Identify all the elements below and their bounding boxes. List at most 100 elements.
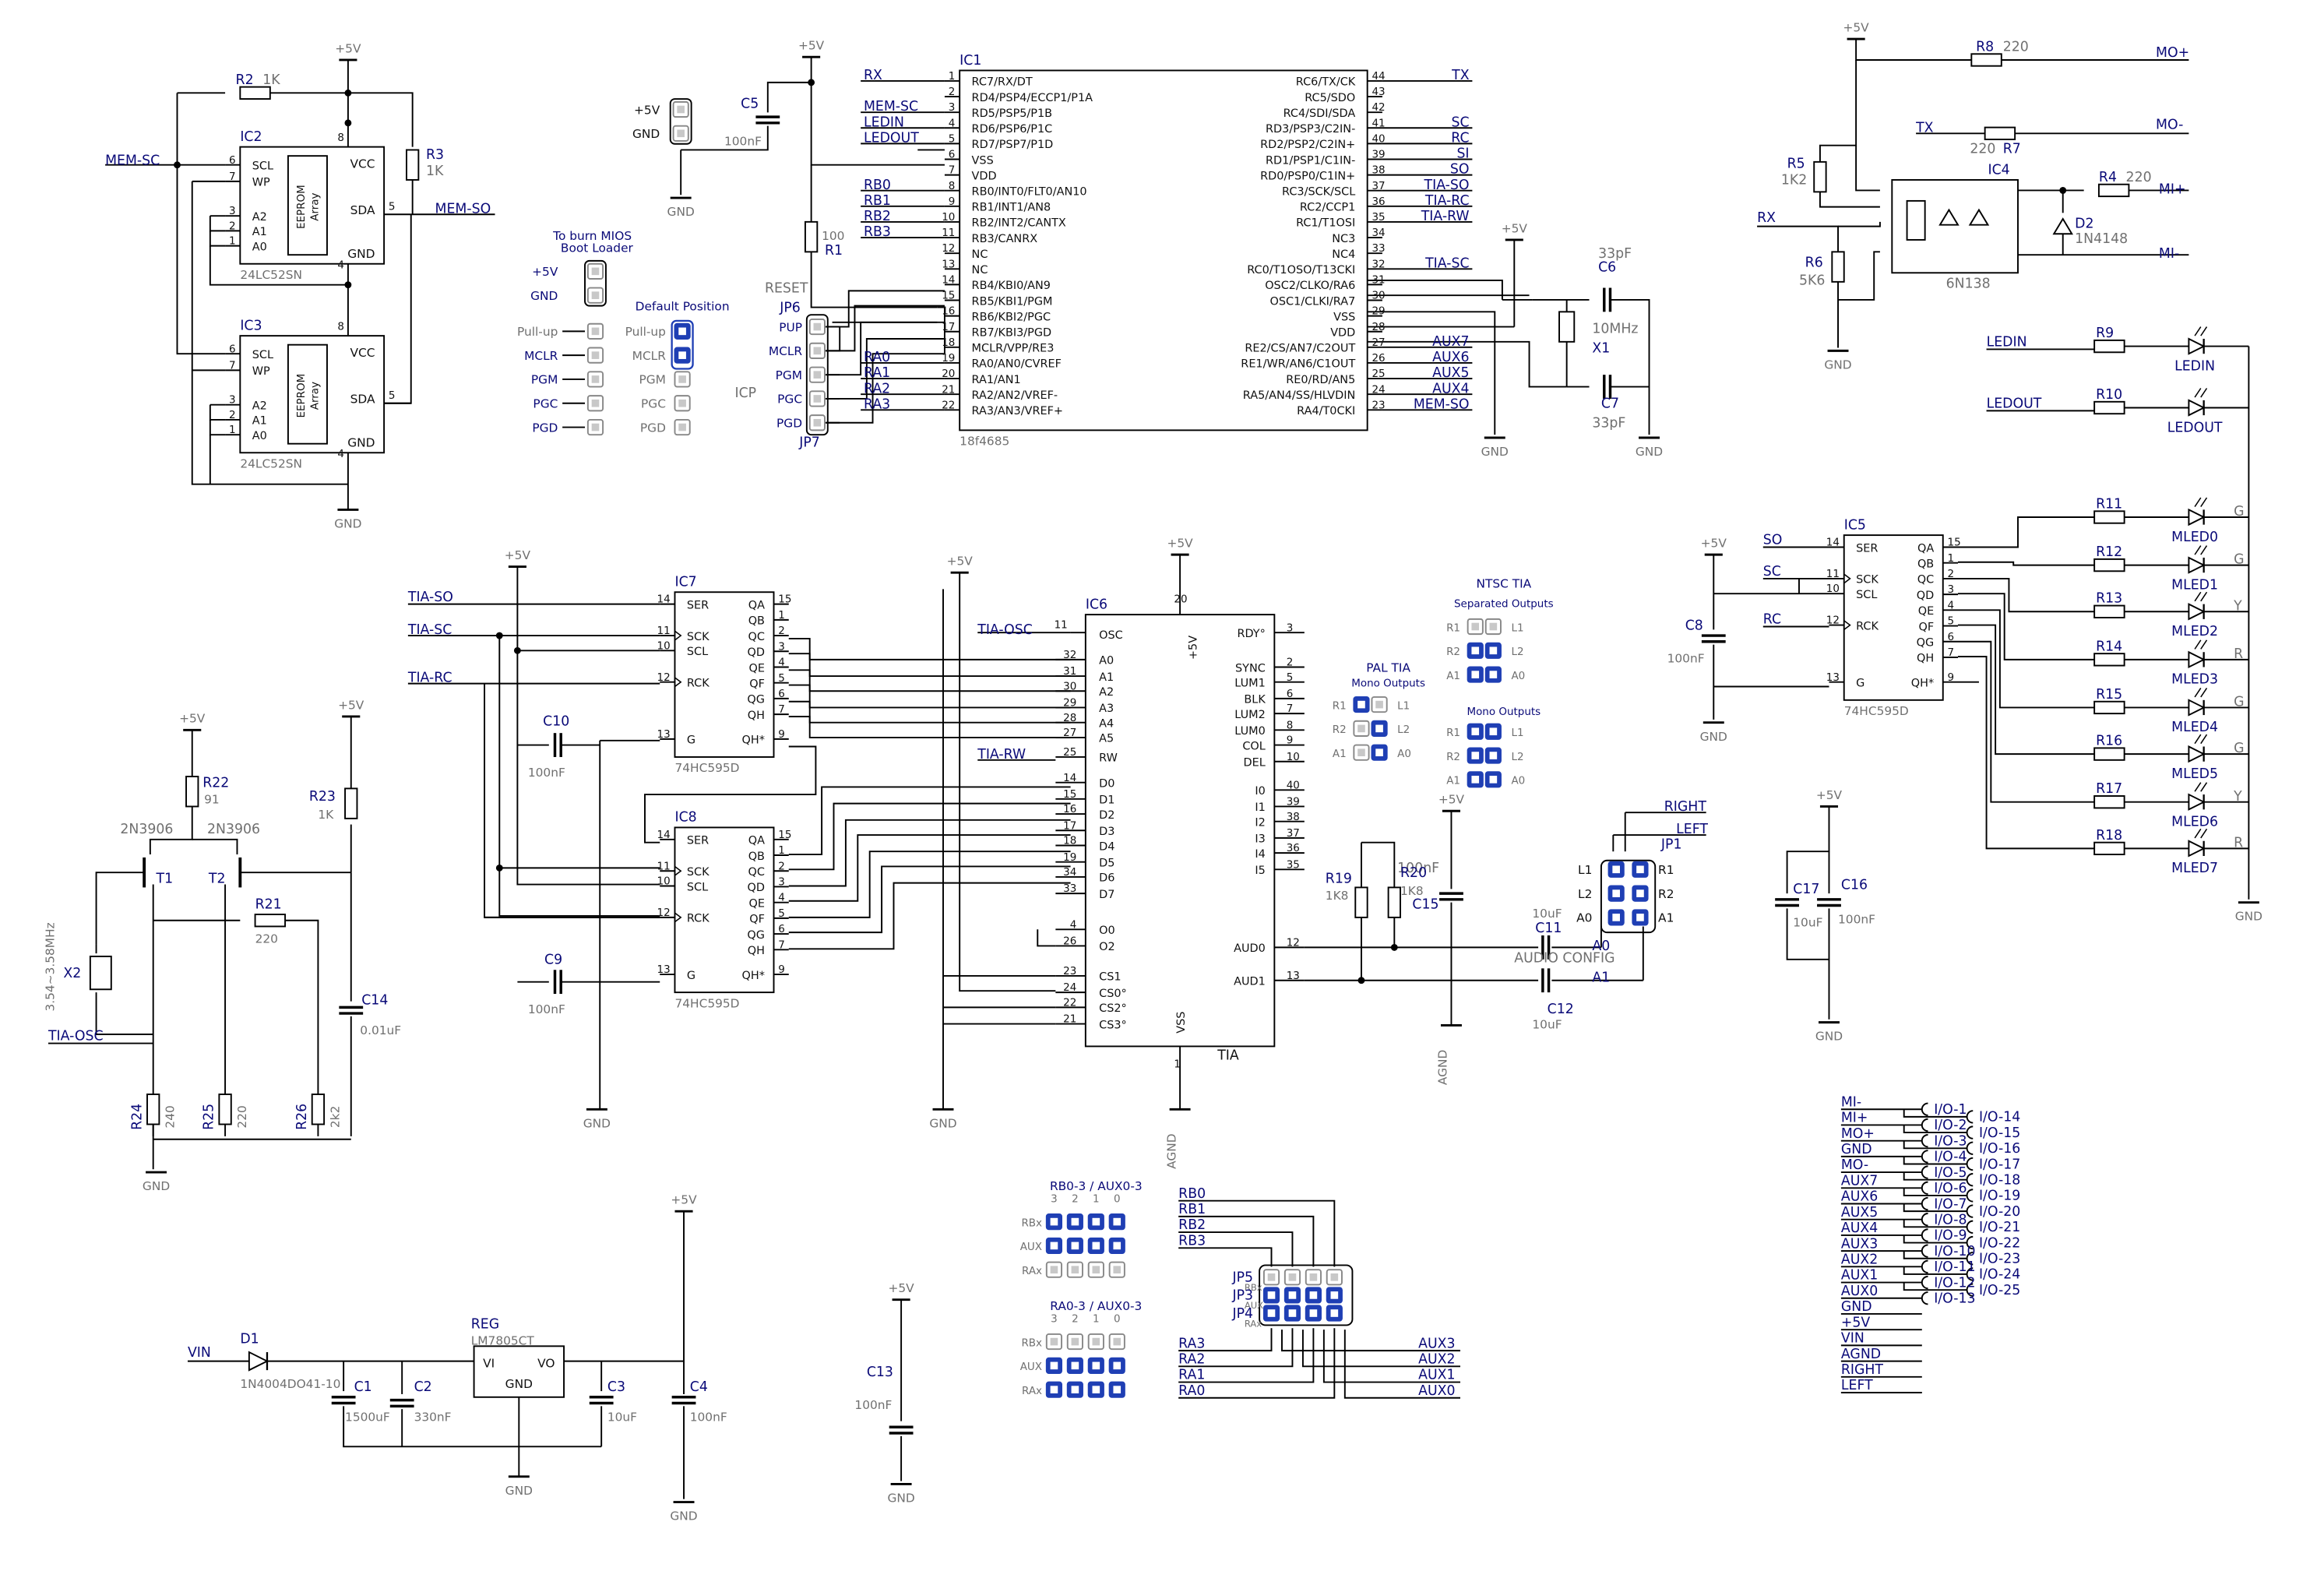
vcc-label: +5V xyxy=(335,41,361,55)
gnd-label: GND xyxy=(670,1509,697,1523)
sel-pin-hole xyxy=(1113,1361,1122,1370)
shiftreg-pin-name: QD xyxy=(1917,590,1934,602)
ic1-pin-name: OSC1/CLKI/RA7 xyxy=(1270,295,1356,308)
icp-header xyxy=(805,314,829,436)
x2-val: 3.54~3.58MHz xyxy=(44,922,58,1011)
jp1-a1: A1 xyxy=(1658,911,1674,925)
eeprom-pin-num: 7 xyxy=(229,171,236,183)
right-net: RIGHT xyxy=(1664,799,1707,815)
ic6-pin-num: 24 xyxy=(1063,981,1076,994)
clock-input-icon xyxy=(674,630,682,641)
tia-cfg-row-label: R1 xyxy=(1446,622,1460,634)
ic6-pin-num: 35 xyxy=(1287,858,1300,871)
light-emit-icon xyxy=(2194,782,2208,792)
ic6-pin-name: D6 xyxy=(1099,872,1114,885)
ic1-pin-name: RB0/INT0/FLT0/AN10 xyxy=(972,185,1087,198)
ic1-pin-num: 23 xyxy=(1372,399,1385,411)
r1-ref: R1 xyxy=(825,243,843,259)
mem-so-net: MEM-SO xyxy=(435,201,491,217)
mios-pin-label: PGC xyxy=(533,397,558,411)
jp-pin-hole xyxy=(1267,1273,1276,1281)
ic6-pin-num: 17 xyxy=(1063,819,1076,832)
r2-ref: R2 xyxy=(236,72,254,88)
sel-col-label: 1 xyxy=(1093,1313,1100,1326)
rb-net: RB2 xyxy=(1178,1217,1206,1233)
sel-col-label: 1 xyxy=(1093,1193,1100,1206)
tia-cfg-col-label: A0 xyxy=(1511,775,1525,787)
gnd-label: GND xyxy=(1700,730,1727,744)
jp1-a0: A0 xyxy=(1576,911,1592,925)
r7-resistor xyxy=(1984,126,2016,140)
ic1-pin-num: 6 xyxy=(949,149,956,161)
ic1-pin-name: OSC2/CLKO/RA6 xyxy=(1265,280,1355,292)
io-pin-label: I/O-15 xyxy=(1979,1125,2020,1141)
audio-config-label: AUDIO CONFIG xyxy=(1514,951,1614,967)
tia-cfg-col-label: A0 xyxy=(1397,748,1411,760)
r6-resistor xyxy=(1831,251,1845,283)
sel-title: RB0-3 / AUX0-3 xyxy=(1050,1179,1143,1193)
vcc-label: +5V xyxy=(505,548,531,562)
x1-val: 10MHz xyxy=(1592,321,1638,336)
led-resistor xyxy=(2093,400,2125,415)
ic6-pin-num: 13 xyxy=(1287,970,1300,982)
jp-pin-hole xyxy=(1267,1291,1276,1299)
rb-net: RB3 xyxy=(1178,1233,1206,1249)
sel-pin-hole xyxy=(1092,1337,1100,1346)
opto-led-icon xyxy=(1968,208,1990,226)
eeprom-array-label: EEPROM xyxy=(295,185,308,229)
shiftreg-pin-num: 3 xyxy=(778,876,785,889)
io-pin-label: I/O-10 xyxy=(1934,1244,1975,1259)
ic1-pin-num: 36 xyxy=(1372,195,1385,208)
gnd-label: GND xyxy=(505,1484,533,1498)
shiftreg-pin-name: QF xyxy=(1919,621,1935,633)
tia-cfg-pin-hole xyxy=(1357,724,1365,733)
r26-ref: R26 xyxy=(294,1104,310,1130)
ic6-pin-num: 38 xyxy=(1287,811,1300,823)
r3-resistor xyxy=(406,149,420,181)
mo-plus-net: MO+ xyxy=(2156,45,2189,61)
ic1-net-label: LEDIN xyxy=(864,114,904,130)
ic1-pin-num: 33 xyxy=(1372,242,1385,255)
mios-default-pin-hole xyxy=(678,351,686,359)
tia-cfg-pin-hole xyxy=(1489,622,1498,631)
r20-ref: R20 xyxy=(1400,865,1427,881)
aux-net: AUX0 xyxy=(1418,1383,1455,1399)
io-net: MO- xyxy=(1841,1157,1868,1173)
mios-pin-label: PGD xyxy=(532,421,558,435)
ic1-pin-name: RE2/CS/AN7/C2OUT xyxy=(1245,343,1355,355)
sel-pin-hole xyxy=(1071,1242,1079,1250)
rx-net: RX xyxy=(1757,210,1776,226)
ic6-pin-num: 30 xyxy=(1063,680,1076,692)
sel-row-label: RBx xyxy=(1021,1337,1042,1349)
ic1-pin-num: 21 xyxy=(942,383,955,396)
ic1-net-label: AUX4 xyxy=(1432,381,1469,396)
r21-resistor xyxy=(254,914,287,928)
r6-val: 5K6 xyxy=(1799,273,1825,289)
r19-ref: R19 xyxy=(1326,872,1352,887)
reg-val: LM7805CT xyxy=(471,1333,535,1347)
tia-cfg-pin-hole xyxy=(1489,646,1498,655)
vcc-label: +5V xyxy=(1701,537,1727,551)
tia-cfg-pin-hole xyxy=(1489,776,1498,784)
ic1-pin-num: 17 xyxy=(942,321,955,333)
tia-osc-net-ic6: TIA-OSC xyxy=(977,622,1033,638)
mios-pin-label: MCLR xyxy=(524,349,558,363)
ic6-pin-name: A0 xyxy=(1099,655,1114,667)
eeprom-pin-name: A0 xyxy=(252,430,267,442)
ic1-pin-num: 14 xyxy=(942,273,955,286)
r21-ref: R21 xyxy=(255,896,282,912)
a0-net: A0 xyxy=(1592,939,1610,954)
d1-val: 1N4004DO41-10 xyxy=(240,1377,340,1391)
jp-pin-hole xyxy=(1288,1273,1297,1281)
tia-cfg-col-label: L1 xyxy=(1511,727,1523,739)
mios-pin-hole xyxy=(591,399,600,407)
ic1-pin-name: RA1/AN1 xyxy=(972,374,1021,386)
r25-val: 220 xyxy=(235,1105,249,1128)
vcc-label: +5V xyxy=(671,1193,697,1207)
gnd-label: GND xyxy=(143,1179,170,1193)
io-pin-icon xyxy=(1921,1228,1928,1242)
shiftreg-pin-num: 15 xyxy=(778,829,791,841)
eeprom-ref: IC2 xyxy=(240,129,262,145)
x2-crystal xyxy=(89,955,112,991)
ic6-pin-num: 29 xyxy=(1063,697,1076,710)
